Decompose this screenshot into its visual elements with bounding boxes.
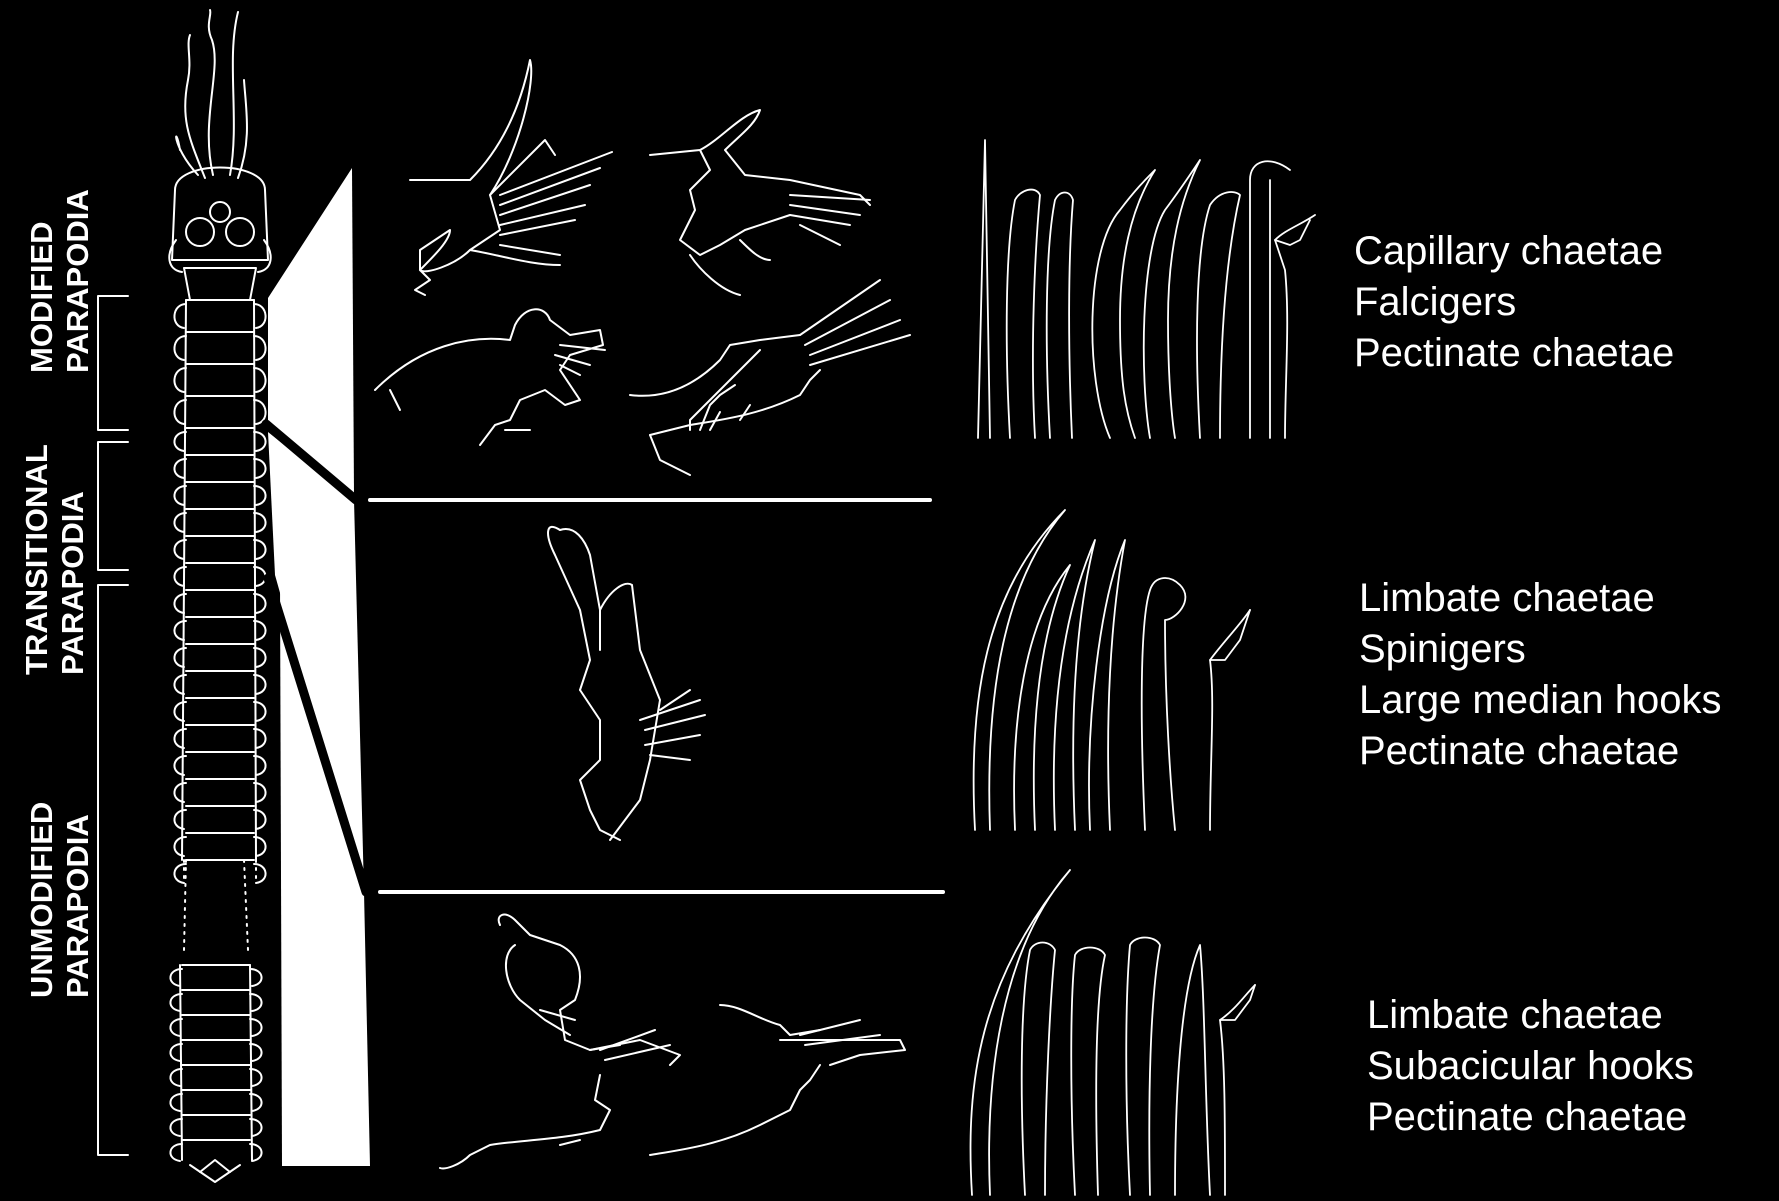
chaeta-type: Spinigers <box>1359 624 1721 675</box>
chaeta-type: Large median hooks <box>1359 675 1721 726</box>
parapodium-drawing <box>630 280 910 475</box>
parapodium-drawing <box>375 309 605 445</box>
region-label-modified-parapodia: MODIFIED PARAPODIA <box>24 209 96 373</box>
chaeta-type: Pectinate chaetae <box>1359 726 1721 777</box>
chaeta-type: Falcigers <box>1354 277 1674 328</box>
chaeta-type: Limbate chaetae <box>1367 990 1694 1041</box>
chaeta-type: Limbate chaetae <box>1359 573 1721 624</box>
worm-body-illustration <box>169 10 270 1182</box>
region-label-line: TRANSITIONAL <box>19 435 55 675</box>
region-label-unmodified-parapodia: UNMODIFIED PARAPODIA <box>24 808 96 998</box>
chaeta-type: Pectinate chaetae <box>1354 328 1674 379</box>
parapodium-drawing <box>440 915 680 1169</box>
region-brackets <box>98 296 128 1155</box>
chaeta-type: Pectinate chaetae <box>1367 1092 1694 1143</box>
parapodium-drawing <box>410 60 612 295</box>
region-label-line: UNMODIFIED <box>24 808 60 998</box>
chaetae-drawings <box>974 510 1250 830</box>
region-label-transitional-parapodia: TRANSITIONAL PARAPODIA <box>19 435 91 675</box>
parapodium-drawing <box>548 527 705 840</box>
chaeta-type: Subacicular hooks <box>1367 1041 1694 1092</box>
region-label-line: PARAPODIA <box>60 209 96 373</box>
region-label-line: PARAPODIA <box>60 808 96 998</box>
chaeta-type: Capillary chaetae <box>1354 226 1674 277</box>
parapodium-drawing <box>650 110 870 295</box>
region-label-line: PARAPODIA <box>55 435 91 675</box>
chaetae-list-panel-1: Capillary chaetae Falcigers Pectinate ch… <box>1354 226 1674 379</box>
chaetae-list-panel-2: Limbate chaetae Spinigers Large median h… <box>1359 573 1721 777</box>
chaetae-drawings <box>978 140 1315 438</box>
chaetae-drawings <box>970 870 1255 1195</box>
parapodium-drawing <box>650 1005 905 1155</box>
region-label-line: MODIFIED <box>24 209 60 373</box>
chaetae-list-panel-3: Limbate chaetae Subacicular hooks Pectin… <box>1367 990 1694 1143</box>
body-to-panel-connectors <box>268 168 370 1166</box>
